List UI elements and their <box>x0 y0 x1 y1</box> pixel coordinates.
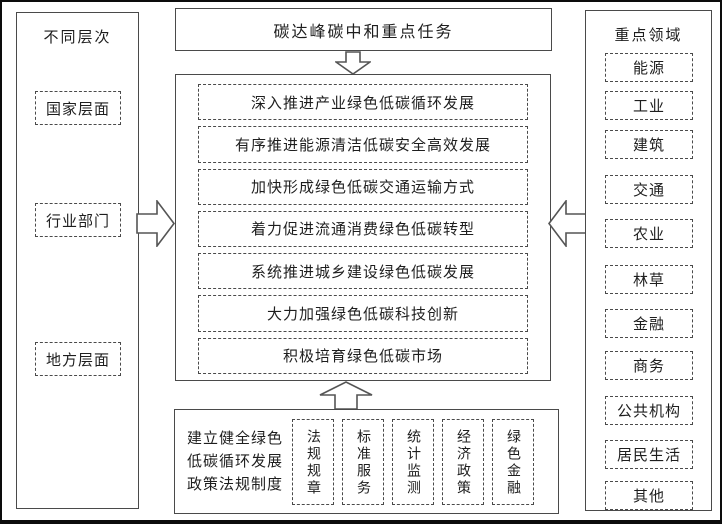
top-title-box: 碳达峰碳中和重点任务 <box>175 8 552 51</box>
right-arrow-icon <box>136 200 175 247</box>
area-item-industry: 工业 <box>605 91 693 120</box>
level-item-industry: 行业部门 <box>35 203 121 237</box>
task-row: 深入推进产业绿色低碳循环发展 <box>198 84 528 121</box>
policy-item-statistics: 统计监测 <box>392 418 434 505</box>
area-item-other: 其他 <box>605 481 693 510</box>
policy-item-standards: 标准服务 <box>342 418 384 505</box>
task-row: 系统推进城乡建设绿色低碳发展 <box>198 253 528 290</box>
task-row: 积极培育绿色低碳市场 <box>198 337 528 374</box>
left-arrow-icon <box>548 200 587 247</box>
task-row: 大力加强绿色低碳科技创新 <box>198 295 528 332</box>
left-panel-title: 不同层次 <box>43 28 112 46</box>
left-panel-levels: 不同层次 国家层面 行业部门 地方层面 <box>16 12 139 509</box>
area-item-agriculture: 农业 <box>605 219 693 248</box>
area-item-forestry: 林草 <box>605 265 693 294</box>
policy-item-regulations: 法规规章 <box>292 418 334 505</box>
area-item-transport: 交通 <box>605 175 693 204</box>
policy-instrument-row: 法规规章 标准服务 统计监测 经济政策 绿色金融 <box>292 418 534 505</box>
center-task-box: 深入推进产业绿色低碳循环发展 有序推进能源清洁低碳安全高效发展 加快形成绿色低碳… <box>175 74 551 381</box>
down-arrow-icon <box>335 51 371 75</box>
up-arrow-icon <box>319 381 373 410</box>
area-item-residents: 居民生活 <box>605 440 693 469</box>
level-item-national: 国家层面 <box>35 91 121 125</box>
right-panel-key-areas: 重点领域 能源 工业 建筑 交通 农业 林草 金融 商务 公共机构 居民生活 其… <box>585 10 712 511</box>
area-item-building: 建筑 <box>605 130 693 159</box>
right-panel-title: 重点领域 <box>614 26 683 44</box>
area-item-commerce: 商务 <box>605 351 693 380</box>
area-item-finance: 金融 <box>605 309 693 338</box>
task-row: 加快形成绿色低碳交通运输方式 <box>198 168 528 205</box>
level-item-local: 地方层面 <box>35 342 121 376</box>
task-row: 着力促进流通消费绿色低碳转型 <box>198 210 528 248</box>
bottom-policy-box: 建立健全绿色 低碳循环发展 政策法规制度 法规规章 标准服务 统计监测 经济政策… <box>174 409 559 514</box>
area-item-public-institutions: 公共机构 <box>605 396 693 425</box>
task-row: 有序推进能源清洁低碳安全高效发展 <box>198 126 528 163</box>
policy-item-greenfinance: 绿色金融 <box>492 418 534 505</box>
policy-item-economic: 经济政策 <box>442 418 484 505</box>
bottom-policy-label: 建立健全绿色 低碳循环发展 政策法规制度 <box>187 428 284 494</box>
area-item-energy: 能源 <box>605 53 693 82</box>
